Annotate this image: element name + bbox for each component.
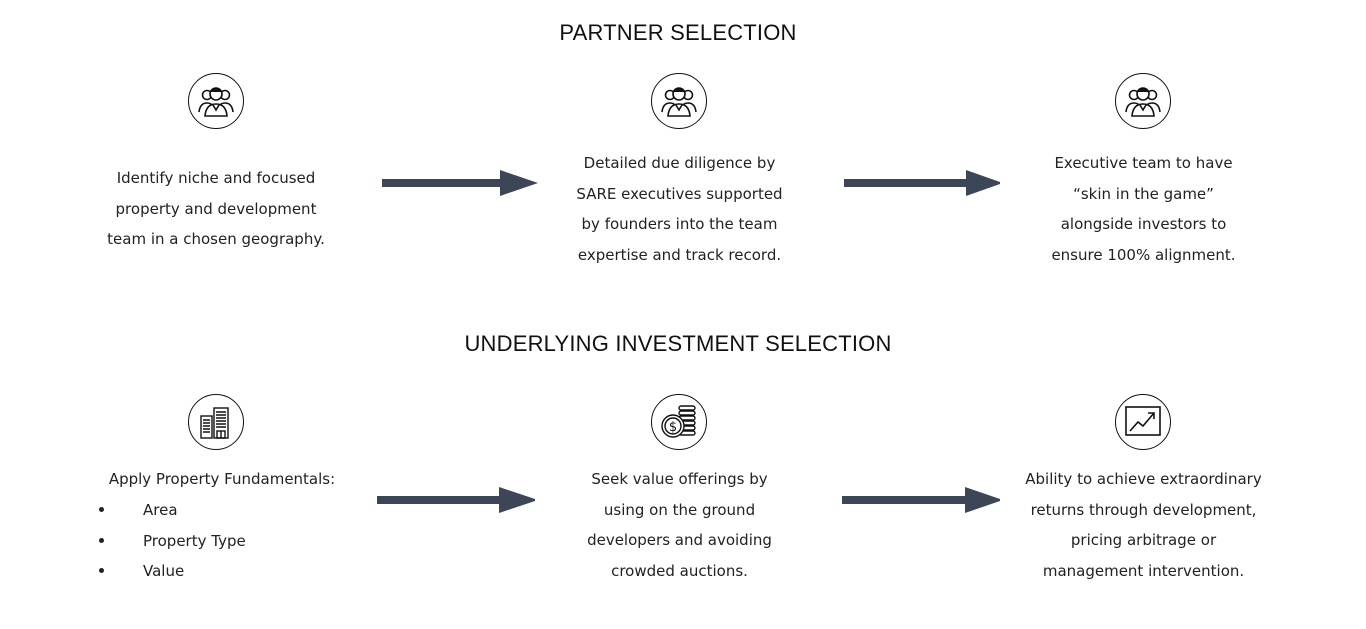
list-item: Value	[97, 556, 246, 587]
partner-selection-title: PARTNER SELECTION	[559, 20, 797, 45]
coins-dollar-icon: $	[651, 394, 707, 450]
svg-text:$: $	[669, 420, 677, 435]
investment-step-2-text: Seek value offerings by using on the gro…	[587, 470, 772, 580]
partner-step-3-text: Executive team to have “skin in the game…	[1051, 154, 1236, 264]
flow-arrow	[382, 170, 538, 196]
list-item: Property Type	[97, 526, 246, 557]
partner-step-1-text: Identify niche and focused property and …	[107, 169, 325, 248]
fundamentals-list: Area Property Type Value	[97, 495, 246, 587]
list-item: Area	[97, 495, 246, 526]
flow-arrow	[844, 170, 1000, 196]
people-group-icon	[1115, 73, 1171, 129]
growth-chart-icon	[1115, 394, 1171, 450]
partner-step-2-text: Detailed due diligence by SARE executive…	[576, 154, 783, 264]
buildings-icon	[188, 394, 244, 450]
people-group-icon	[651, 73, 707, 129]
underlying-investment-selection-title: UNDERLYING INVESTMENT SELECTION	[464, 331, 892, 356]
investment-step-3-text: Ability to achieve extraordinary returns…	[1025, 470, 1262, 580]
flow-arrow	[842, 487, 1000, 513]
people-group-icon	[188, 73, 244, 129]
flow-arrow	[377, 487, 535, 513]
fundamentals-heading: Apply Property Fundamentals:	[108, 470, 336, 488]
